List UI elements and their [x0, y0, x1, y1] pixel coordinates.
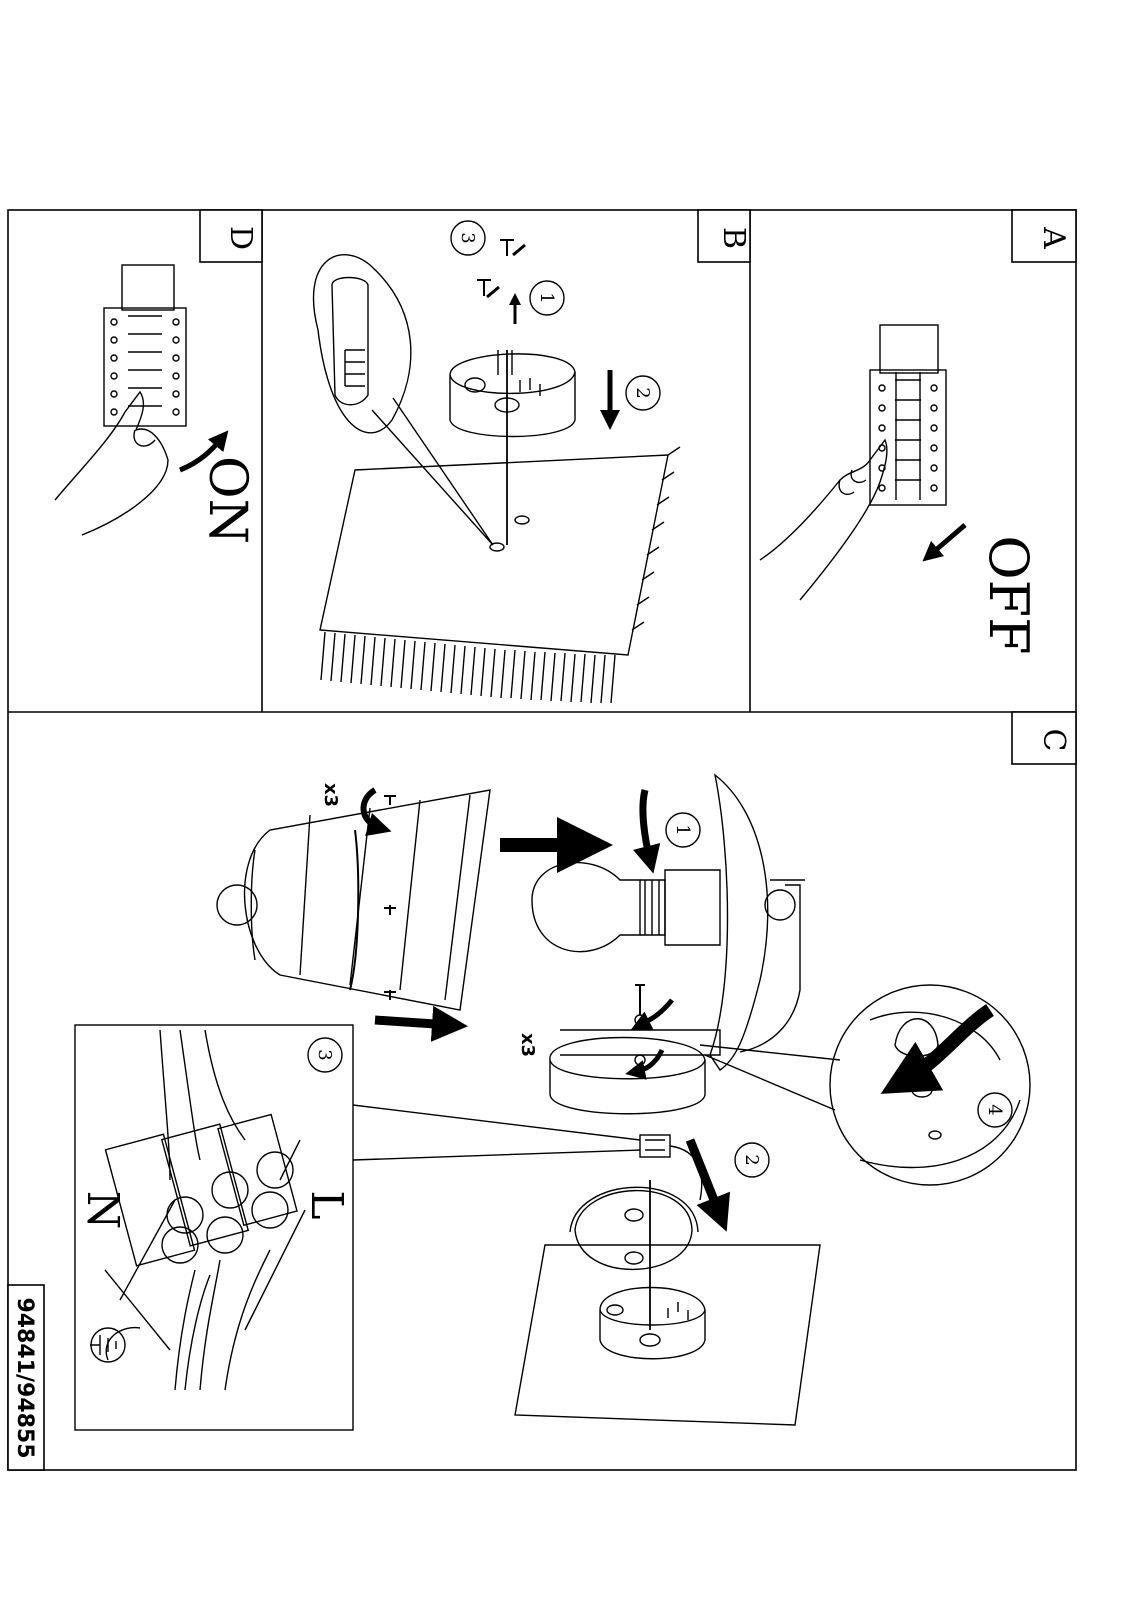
product-code-box: 94841/94855	[8, 1285, 44, 1470]
panel-c-illustration	[75, 775, 1030, 1430]
bulb-icon	[532, 863, 640, 952]
panel-c-letter: C	[1036, 729, 1071, 752]
step-4-number: 4	[984, 1104, 1005, 1115]
panel-d-letter-box: D	[200, 210, 262, 262]
panel-d-letter: D	[223, 226, 258, 250]
panel-b-step-numbers: 1 2 3	[457, 232, 653, 398]
detail-magnifier	[314, 255, 411, 433]
terminal-block-small	[640, 1135, 670, 1157]
step-2-number: 2	[741, 1154, 762, 1165]
step-3-number: 3	[457, 232, 478, 243]
panel-a-letter: A	[1036, 226, 1071, 249]
screw-icon	[384, 795, 396, 1000]
arrow-icon	[643, 790, 650, 860]
panel-a-letter-box: A	[1012, 210, 1076, 262]
ceiling-cup	[600, 1288, 705, 1359]
multiplier-cage-screws: x3	[320, 783, 341, 807]
breaker-terminals	[879, 372, 937, 500]
lamp-shade	[710, 775, 768, 1070]
panel-b-letter: B	[716, 227, 751, 249]
wires-top	[160, 1030, 245, 1180]
screw-icon	[477, 240, 514, 296]
wall-plate	[550, 1038, 705, 1114]
step-2-number: 2	[632, 387, 653, 398]
panel-b-illustration	[314, 221, 680, 703]
lamp-arm	[740, 885, 800, 1052]
breaker-cable-duct	[880, 325, 938, 373]
step-1-number: 1	[672, 824, 693, 835]
arrow-icon	[905, 1010, 990, 1080]
panel-a-illustration	[760, 325, 965, 600]
on-label: ON	[197, 456, 257, 544]
product-code: 94841/94855	[12, 1297, 37, 1458]
arrow-icon	[364, 790, 380, 828]
panel-b-letter-box: B	[698, 210, 751, 262]
breaker-cable-duct	[122, 265, 174, 310]
breaker-terminals	[111, 316, 179, 415]
earth-leader	[106, 1328, 140, 1360]
neutral-label: N	[77, 1191, 128, 1230]
arrow-icon	[690, 1140, 720, 1215]
terminal-block-large	[105, 1114, 296, 1265]
live-label: L	[301, 1190, 352, 1219]
cap-nut	[895, 1019, 938, 1057]
wires-bottom	[175, 1250, 270, 1390]
lamp-socket	[665, 870, 720, 945]
breaker-block	[104, 308, 186, 426]
step-3-number: 3	[314, 1049, 335, 1060]
off-label: OFF	[977, 535, 1040, 654]
arrow-icon	[375, 1020, 450, 1025]
step-1-number: 1	[536, 292, 557, 303]
detail-leader	[353, 1105, 640, 1160]
panel-c-letter-box: C	[1012, 712, 1076, 764]
mounting-ring	[575, 1191, 692, 1270]
multiplier-cap-nuts: x3	[517, 1033, 538, 1057]
mounting-surface	[515, 1245, 820, 1425]
panel-d-illustration	[55, 265, 222, 535]
ceiling-surface	[320, 455, 668, 655]
arrow-icon	[640, 1000, 672, 1025]
hand-icon	[760, 440, 887, 600]
arrow-icon	[930, 525, 965, 555]
